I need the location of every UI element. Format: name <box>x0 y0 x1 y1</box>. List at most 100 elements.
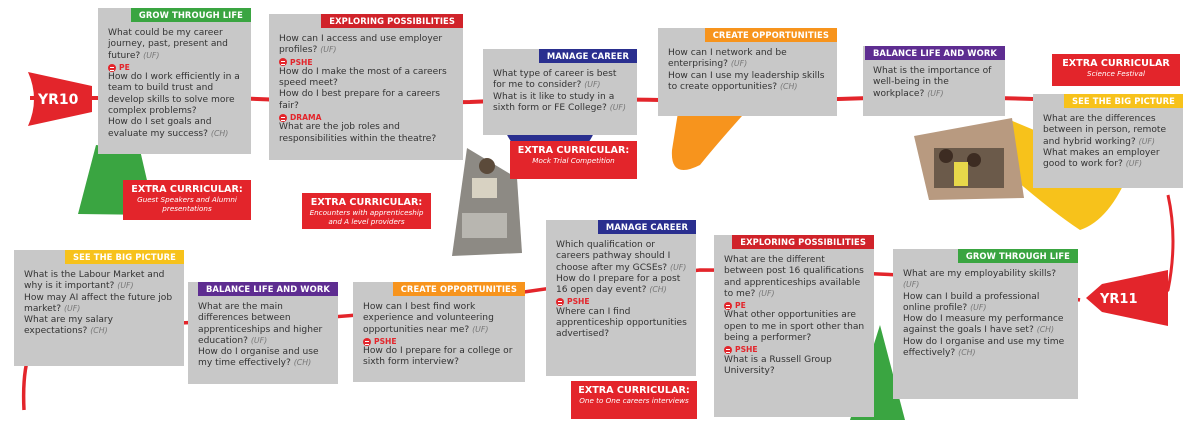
question-item: How do I best prepare for a careers fair… <box>279 89 454 112</box>
card-body: Which qualification or careers pathway s… <box>556 220 687 341</box>
card-see-big-picture-yr10: SEE THE BIG PICTURE What are the differen… <box>1033 94 1183 188</box>
extra-subtitle: Encounters with apprenticeship and A lev… <box>309 208 424 226</box>
question-text: What is a Russell Group University? <box>724 354 832 376</box>
question-item: Which qualification or careers pathway s… <box>556 240 687 274</box>
subject-label: PSHE <box>556 297 687 306</box>
question-text: What are the different between post 16 q… <box>724 255 864 299</box>
category-tag: MANAGE CAREER <box>538 49 637 64</box>
extra-subtitle: Mock Trial Competition <box>532 156 615 165</box>
extra-subtitle: Science Festival <box>1087 69 1145 78</box>
question-code: (UF) <box>903 280 920 290</box>
card-body: What are the different between post 16 q… <box>724 235 865 377</box>
card-create-opportunities-yr11: CREATE OPPORTUNITIES How can I best find … <box>353 282 525 382</box>
question-code: (UF) <box>927 88 944 98</box>
subject-icon <box>363 337 371 346</box>
question-item: How can I use my leadership skills to cr… <box>668 71 828 94</box>
question-code: (UF) <box>609 102 626 112</box>
category-tag: MANAGE CAREER <box>597 220 696 235</box>
question-item: How do I prepare for a college or sixth … <box>363 346 516 369</box>
question-item: Where can I find apprenticeship opportun… <box>556 307 687 341</box>
subject-label: PE <box>108 63 242 72</box>
extra-title: EXTRA CURRICULAR: <box>310 197 423 208</box>
card-body: What are the differences between in pers… <box>1043 94 1174 170</box>
subject-name: PSHE <box>567 297 590 307</box>
question-item: How do I measure my performance against … <box>903 314 1069 337</box>
question-text: What is the Labour Market and why is it … <box>24 270 165 292</box>
card-body: How can I network and be enterprising? (… <box>668 28 828 93</box>
category-tag: GROW THROUGH LIFE <box>130 8 251 23</box>
question-text: How do I work efficiently in a team to b… <box>108 72 240 116</box>
question-text: What are my salary expectations? <box>24 315 114 337</box>
question-code: (CH) <box>1036 325 1055 335</box>
card-body: What is the Labour Market and why is it … <box>24 250 175 338</box>
category-tag: EXPLORING POSSIBILITIES <box>321 14 463 29</box>
question-item: What is the importance of well-being in … <box>873 66 996 100</box>
subject-name: PSHE <box>290 57 313 67</box>
question-text: How do I prepare for a college or sixth … <box>363 346 513 368</box>
card-grow-through-life-yr10: GROW THROUGH LIFE What could be my career… <box>98 8 251 154</box>
question-text: What is it like to study in a sixth form… <box>493 91 615 113</box>
extra-subtitle: One to One careers interviews <box>579 396 689 405</box>
question-code: (CH) <box>210 128 229 138</box>
subject-name: DRAMA <box>290 113 322 122</box>
question-code: (UF) <box>472 324 489 334</box>
question-item: What are the differences between in pers… <box>1043 114 1174 148</box>
extra-title: EXTRA CURRICULAR <box>1062 58 1170 69</box>
question-code: (UF) <box>250 335 268 345</box>
subject-label: PSHE <box>363 337 516 346</box>
question-item: What type of career is best for me to co… <box>493 69 628 92</box>
extra-curricular-careers-interviews: EXTRA CURRICULAR: One to One careers int… <box>571 381 697 419</box>
question-text: What are the main differences between ap… <box>198 302 323 346</box>
subject-label: PSHE <box>279 58 454 67</box>
card-body: What type of career is best for me to co… <box>493 49 628 114</box>
question-code: (CH) <box>779 81 798 91</box>
subject-icon <box>279 58 287 67</box>
question-text: What type of career is best for me to co… <box>493 69 617 91</box>
subject-icon <box>279 113 287 122</box>
extra-curricular-mock-trial: EXTRA CURRICULAR: Mock Trial Competition <box>510 141 637 179</box>
question-code: (UF) <box>64 303 81 313</box>
extra-curricular-encounters: EXTRA CURRICULAR: Encounters with appren… <box>302 193 431 229</box>
question-text: How can I network and be enterprising? <box>668 48 787 70</box>
question-item: How can I best find work experience and … <box>363 302 516 336</box>
card-exploring-possibilities-yr10: EXPLORING POSSIBILITIES How can I access … <box>269 14 463 160</box>
card-body: What is the importance of well-being in … <box>873 46 996 100</box>
subject-icon <box>108 63 116 72</box>
extra-subtitle: Guest Speakers and Alumni presentations <box>137 195 237 213</box>
card-body: How can I access and use employer profil… <box>279 14 454 145</box>
subject-name: PE <box>735 301 746 311</box>
category-tag: SEE THE BIG PICTURE <box>1063 94 1183 109</box>
question-item: How do I prepare for a post 16 open day … <box>556 274 687 297</box>
question-text: How do I make the most of a careers spee… <box>279 66 447 89</box>
question-text: What could be my career journey, past, p… <box>108 28 228 61</box>
category-tag: BALANCE LIFE AND WORK <box>197 282 338 297</box>
question-code: (UF) <box>584 80 601 90</box>
question-code: (UF) <box>1138 136 1155 146</box>
extra-title: EXTRA CURRICULAR: <box>131 184 243 195</box>
subject-icon <box>724 301 732 310</box>
card-body: What could be my career journey, past, p… <box>108 8 242 140</box>
category-tag: GROW THROUGH LIFE <box>957 249 1078 264</box>
question-item: How can I access and use employer profil… <box>279 34 454 57</box>
question-text: How do I organise and use my time effect… <box>198 347 319 369</box>
subject-name: PE <box>119 62 130 72</box>
question-item: How do I set goals and evaluate my succe… <box>108 117 242 140</box>
question-code: (UF) <box>758 288 775 298</box>
question-code: (CH) <box>90 326 108 336</box>
category-tag: EXPLORING POSSIBILITIES <box>732 235 874 250</box>
yr11-label: YR11 <box>1100 292 1138 307</box>
question-text: Which qualification or careers pathway s… <box>556 240 671 273</box>
classroom-photo <box>914 118 1024 200</box>
question-item: What is it like to study in a sixth form… <box>493 92 628 115</box>
category-tag: CREATE OPPORTUNITIES <box>392 282 525 297</box>
question-item: What is a Russell Group University? <box>724 355 865 378</box>
category-tag: CREATE OPPORTUNITIES <box>704 28 837 43</box>
extra-curricular-science-festival: EXTRA CURRICULAR Science Festival <box>1052 54 1180 86</box>
card-manage-career-yr10: MANAGE CAREER What type of career is best… <box>483 49 637 135</box>
question-code: (UF) <box>117 281 134 291</box>
question-text: What are the differences between in pers… <box>1043 114 1167 147</box>
